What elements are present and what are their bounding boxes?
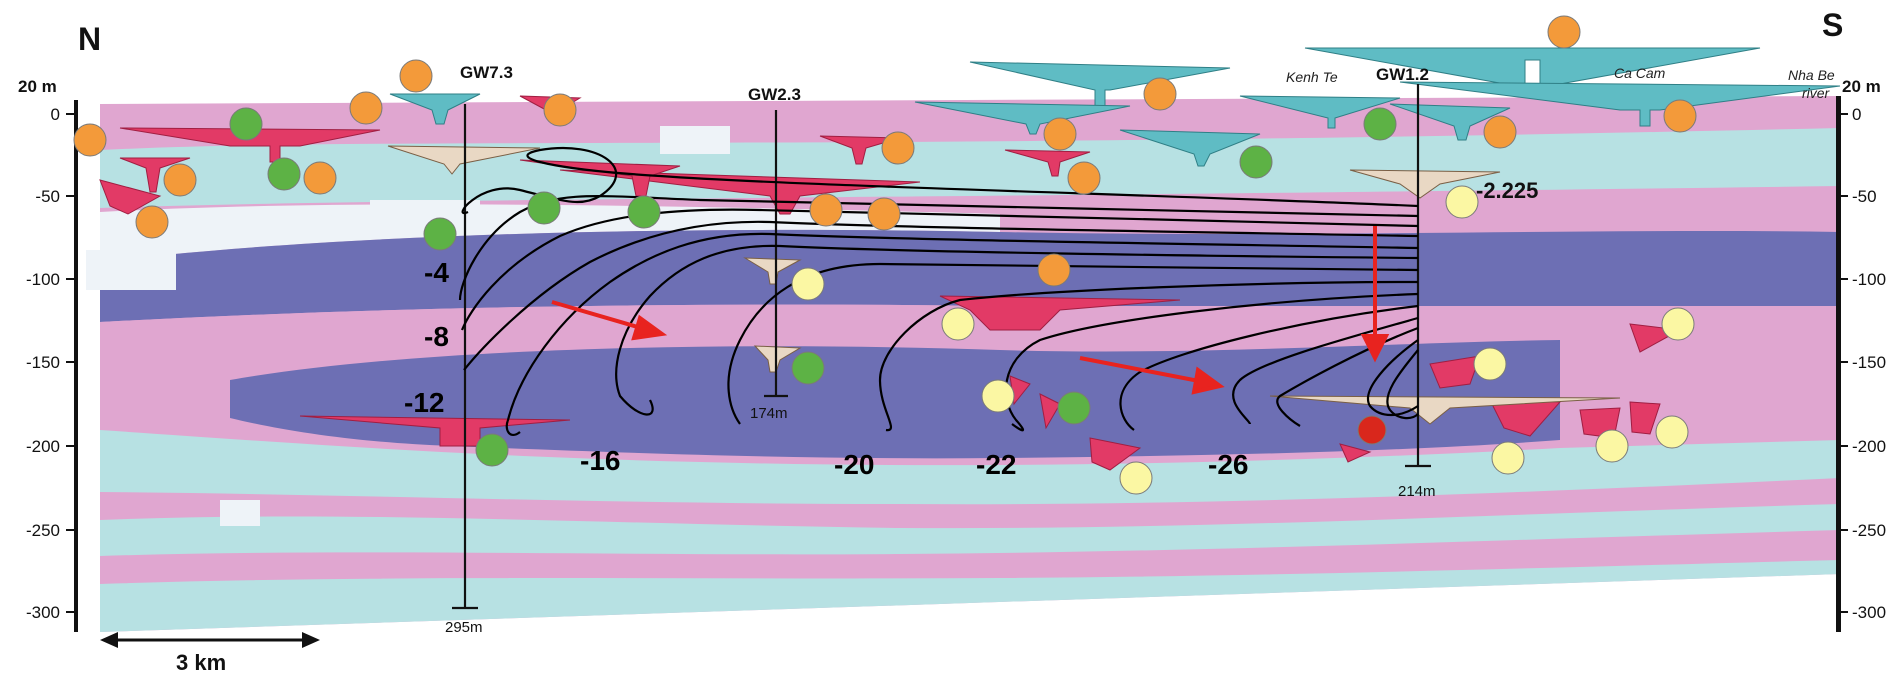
orange-dot	[164, 164, 196, 196]
well-depth-gw7-3: 295m	[445, 619, 483, 636]
right-tick-label: -100	[1852, 270, 1886, 289]
orange-dot	[304, 162, 336, 194]
left-tick-label: 0	[51, 105, 60, 124]
well-depth-gw1-2: 214m	[1398, 483, 1436, 500]
scale-bar: 3 km	[100, 632, 320, 675]
place-river: river	[1802, 85, 1831, 101]
left-tick-label: -300	[26, 603, 60, 622]
green-dot	[1058, 392, 1090, 424]
place-nha-be: Nha Be	[1788, 67, 1835, 83]
right-tick-label: -300	[1852, 603, 1886, 622]
contour-label: -12	[404, 387, 444, 418]
green-dot	[528, 192, 560, 224]
yellow-dot	[1662, 308, 1694, 340]
contour-label: -20	[834, 449, 874, 480]
teal-symbol	[1305, 48, 1760, 84]
scale-label: 3 km	[176, 650, 226, 675]
contour-label: -26	[1208, 449, 1248, 480]
well-label-gw1-2: GW1.2	[1376, 65, 1429, 84]
orange-dot	[350, 92, 382, 124]
pale-block-4	[220, 500, 260, 526]
pale-block-3	[660, 126, 730, 154]
orange-dot	[810, 194, 842, 226]
place-kenh-te: Kenh Te	[1286, 69, 1338, 85]
yellow-dot	[1596, 430, 1628, 462]
geologic-layers	[86, 96, 1840, 632]
left-tick-label: -150	[26, 353, 60, 372]
right-tick-label: -250	[1852, 521, 1886, 540]
orange-dot	[74, 124, 106, 156]
orange-dot	[1548, 16, 1580, 48]
right-tick-label: -150	[1852, 353, 1886, 372]
orange-dot	[1044, 118, 1076, 150]
well-label-gw7-3: GW7.3	[460, 63, 513, 82]
contour-label: -22	[976, 449, 1016, 480]
orange-dot	[868, 198, 900, 230]
green-dot	[1364, 108, 1396, 140]
right-frame-bar	[1836, 96, 1841, 632]
right-tick-label: 0	[1852, 105, 1861, 124]
yellow-dot	[1656, 416, 1688, 448]
orange-dot	[1038, 254, 1070, 286]
green-dot	[628, 196, 660, 228]
left-axis-labels: 0 -50 -100 -150 -200 -250 -300	[26, 105, 60, 622]
well-label-gw2-3: GW2.3	[748, 85, 801, 104]
scale-arrow-left	[100, 632, 118, 648]
yellow-dot	[1474, 348, 1506, 380]
yellow-dot	[1492, 442, 1524, 474]
contour-label: -16	[580, 445, 620, 476]
yellow-dot	[792, 268, 824, 300]
left-tick-label: -250	[26, 521, 60, 540]
right-axis-labels: 0 -50 -100 -150 -200 -250 -300	[1852, 105, 1886, 622]
orange-dot	[544, 94, 576, 126]
compass-south: S	[1822, 7, 1843, 43]
contour-label: -4	[424, 257, 449, 288]
water-level-annotation: -2.225	[1476, 178, 1538, 203]
orange-dot	[882, 132, 914, 164]
green-dot	[268, 158, 300, 190]
orange-dot	[400, 60, 432, 92]
contour-label: -8	[424, 321, 449, 352]
yellow-dot	[1120, 462, 1152, 494]
green-dot	[792, 352, 824, 384]
orange-dot	[1144, 78, 1176, 110]
green-dot	[1240, 146, 1272, 178]
green-dot	[230, 108, 262, 140]
right-tick-label: -200	[1852, 437, 1886, 456]
left-tick-label: -100	[26, 270, 60, 289]
yellow-dot	[982, 380, 1014, 412]
yellow-dot	[1446, 186, 1478, 218]
well-depth-gw2-3: 174m	[750, 405, 788, 422]
left-axis-unit: 20 m	[18, 77, 57, 96]
place-ca-cam: Ca Cam	[1614, 65, 1666, 81]
left-tick-label: -200	[26, 437, 60, 456]
green-dot	[476, 434, 508, 466]
green-dot	[424, 218, 456, 250]
yellow-dot	[942, 308, 974, 340]
scale-arrow-right	[302, 632, 320, 648]
left-frame-bar	[74, 100, 78, 632]
right-tick-label: -50	[1852, 187, 1877, 206]
orange-dot	[1068, 162, 1100, 194]
left-tick-label: -50	[35, 187, 60, 206]
right-axis-unit: 20 m	[1842, 77, 1881, 96]
orange-dot	[1664, 100, 1696, 132]
orange-dot	[1484, 116, 1516, 148]
pale-block-1	[86, 250, 176, 290]
red-dot	[1358, 416, 1386, 444]
compass-north: N	[78, 21, 101, 57]
orange-dot	[136, 206, 168, 238]
